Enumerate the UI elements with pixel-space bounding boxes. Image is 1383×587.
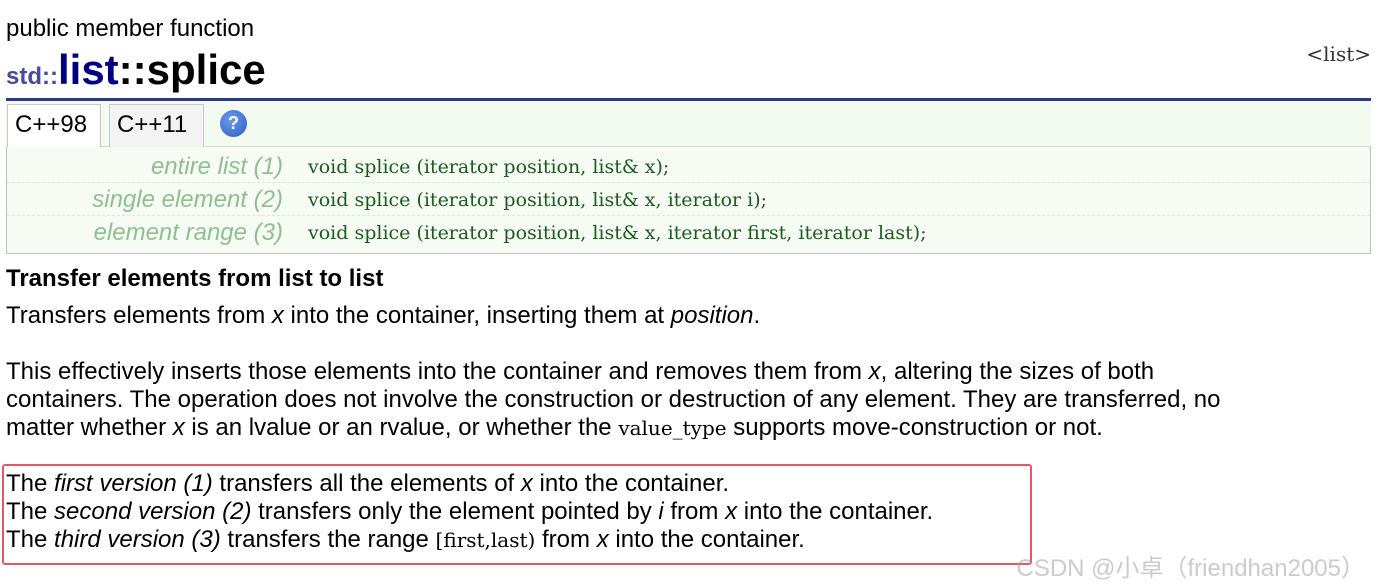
page-title: std::list::splice bbox=[6, 44, 266, 106]
paragraph-line: The second version (2) transfers only th… bbox=[6, 498, 933, 526]
text: from bbox=[535, 526, 597, 553]
member-kind: public member function bbox=[6, 15, 255, 42]
text: , altering the sizes of both bbox=[880, 358, 1155, 385]
param-i: i bbox=[658, 498, 664, 525]
text: matter whether bbox=[6, 414, 173, 441]
paragraph-versions: The first version (1) transfers all the … bbox=[6, 470, 933, 554]
paragraph-line: The first version (1) transfers all the … bbox=[6, 470, 933, 498]
help-icon[interactable]: ? bbox=[220, 110, 247, 137]
prototype-row: element range (3) void splice (iterator … bbox=[7, 217, 1370, 249]
text: . bbox=[753, 302, 761, 329]
param-position: position bbox=[670, 302, 754, 329]
param-x: x bbox=[520, 470, 533, 497]
prototype-code: void splice (iterator position, list& x)… bbox=[308, 156, 670, 178]
paragraph-effect: This effectively inserts those elements … bbox=[6, 358, 1220, 442]
prototype-label: element range (3) bbox=[93, 219, 283, 246]
text: into the container. bbox=[608, 526, 805, 553]
title-divider bbox=[6, 98, 1371, 101]
section-title: Transfer elements from list to list bbox=[6, 265, 384, 292]
text: transfers all the elements of bbox=[212, 470, 521, 497]
version-ref: first version (1) bbox=[54, 470, 213, 497]
text: The bbox=[6, 498, 55, 525]
code-value-type[interactable]: value_type bbox=[618, 416, 727, 440]
paragraph-line: This effectively inserts those elements … bbox=[6, 358, 1220, 386]
title-namespace: std:: bbox=[6, 63, 58, 90]
text: supports move-construction or not. bbox=[726, 414, 1103, 441]
text: Transfers elements from bbox=[6, 302, 272, 329]
prototype-row: entire list (1) void splice (iterator po… bbox=[7, 151, 1370, 183]
param-x: x bbox=[271, 302, 284, 329]
text: into the container. bbox=[737, 498, 934, 525]
version-ref: second version (2) bbox=[54, 498, 252, 525]
prototype-code: void splice (iterator position, list& x,… bbox=[308, 189, 768, 211]
version-tabs: C++98 C++11 ? bbox=[6, 101, 1371, 147]
title-class[interactable]: list bbox=[57, 46, 119, 93]
text: is an lvalue or an rvalue, or whether th… bbox=[184, 414, 619, 441]
text: This effectively inserts those elements … bbox=[6, 358, 869, 385]
code-range: [first,last) bbox=[435, 528, 536, 552]
text: from bbox=[663, 498, 726, 525]
watermark: CSDN @小卓（friendhan2005） bbox=[1016, 555, 1365, 582]
param-x: x bbox=[725, 498, 738, 525]
version-ref: third version (3) bbox=[54, 526, 221, 553]
prototype-label: single element (2) bbox=[92, 186, 283, 213]
paragraph-intro: Transfers elements from x into the conta… bbox=[6, 302, 760, 330]
text: into the container, inserting them at bbox=[283, 302, 671, 329]
text: into the container. bbox=[532, 470, 730, 497]
tab-cpp98[interactable]: C++98 bbox=[7, 104, 101, 147]
text: transfers only the element pointed by bbox=[251, 498, 659, 525]
text: transfers the range bbox=[220, 526, 436, 553]
highlight-annotation bbox=[2, 464, 1032, 565]
tab-cpp11[interactable]: C++11 bbox=[109, 104, 204, 147]
text: The bbox=[6, 526, 55, 553]
prototype-label: entire list (1) bbox=[150, 153, 283, 180]
prototype-code: void splice (iterator position, list& x,… bbox=[308, 222, 927, 244]
param-x: x bbox=[868, 358, 881, 385]
text: The bbox=[6, 470, 55, 497]
param-x: x bbox=[172, 414, 185, 441]
paragraph-line: The third version (3) transfers the rang… bbox=[6, 526, 933, 554]
prototype-row: single element (2) void splice (iterator… bbox=[7, 184, 1370, 216]
paragraph-line: containers. The operation does not invol… bbox=[6, 386, 1221, 413]
header-link[interactable]: <list> bbox=[1306, 42, 1371, 66]
paragraph-line: matter whether x is an lvalue or an rval… bbox=[6, 414, 1220, 442]
title-function: ::splice bbox=[118, 46, 266, 93]
prototypes-table: entire list (1) void splice (iterator po… bbox=[6, 147, 1371, 254]
param-x: x bbox=[596, 526, 609, 553]
